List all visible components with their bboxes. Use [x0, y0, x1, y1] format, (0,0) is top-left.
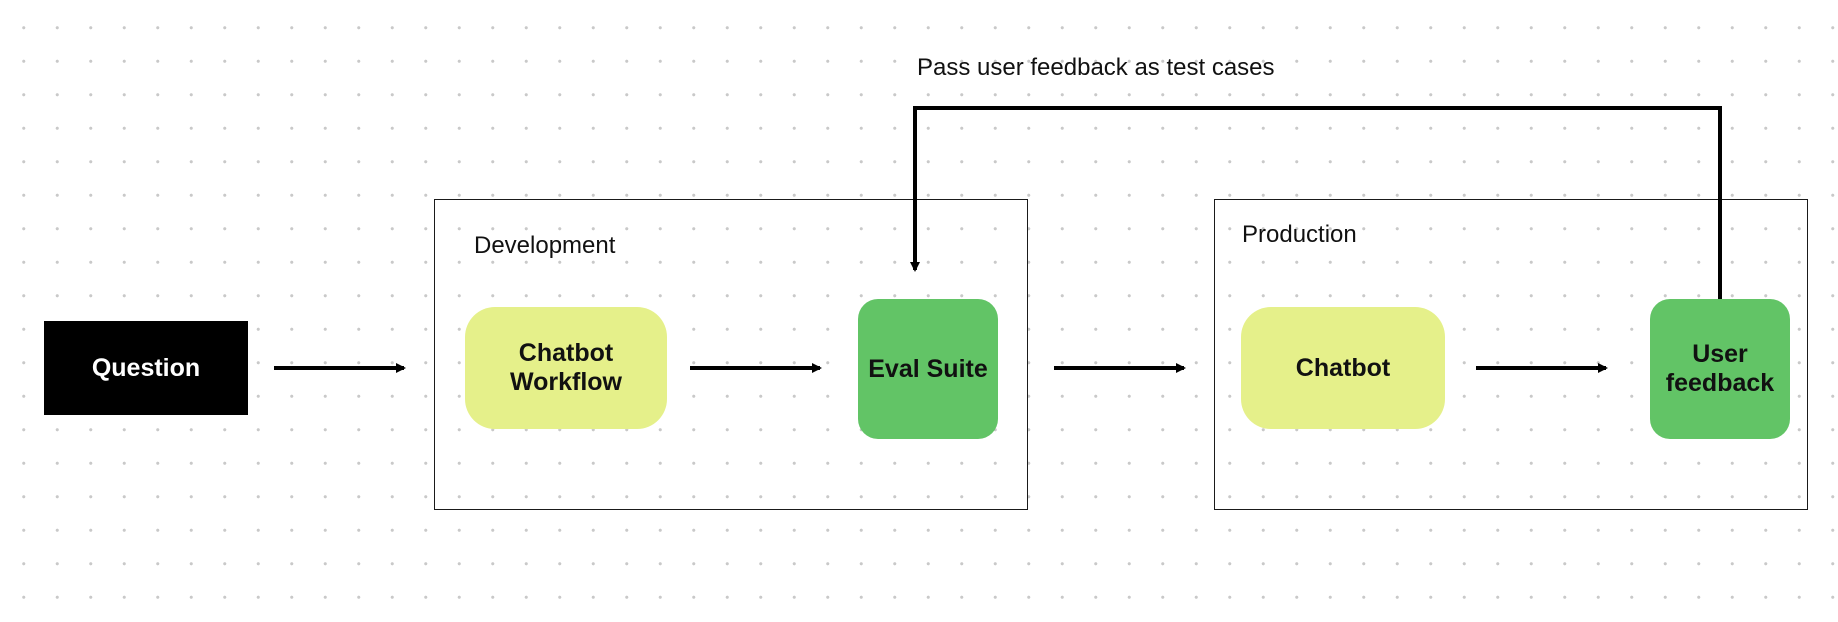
development-group [434, 199, 1028, 510]
chatbot-node[interactable]: Chatbot [1241, 307, 1445, 429]
eval-suite-node[interactable]: Eval Suite [858, 299, 998, 439]
production-group-label: Production [1242, 221, 1357, 248]
question-node[interactable]: Question [44, 321, 248, 415]
chatbot-node-label: Chatbot [1295, 353, 1391, 382]
chatbot-workflow-node[interactable]: Chatbot Workflow [465, 307, 667, 429]
question-node-label: Question [91, 353, 201, 382]
user-feedback-node[interactable]: User feedback [1650, 299, 1790, 439]
feedback-loop-label: Pass user feedback as test cases [917, 54, 1275, 81]
eval-suite-node-label: Eval Suite [868, 354, 988, 383]
development-group-label: Development [474, 232, 616, 259]
user-feedback-node-label: User feedback [1665, 340, 1775, 397]
chatbot-workflow-node-label: Chatbot Workflow [509, 339, 623, 396]
